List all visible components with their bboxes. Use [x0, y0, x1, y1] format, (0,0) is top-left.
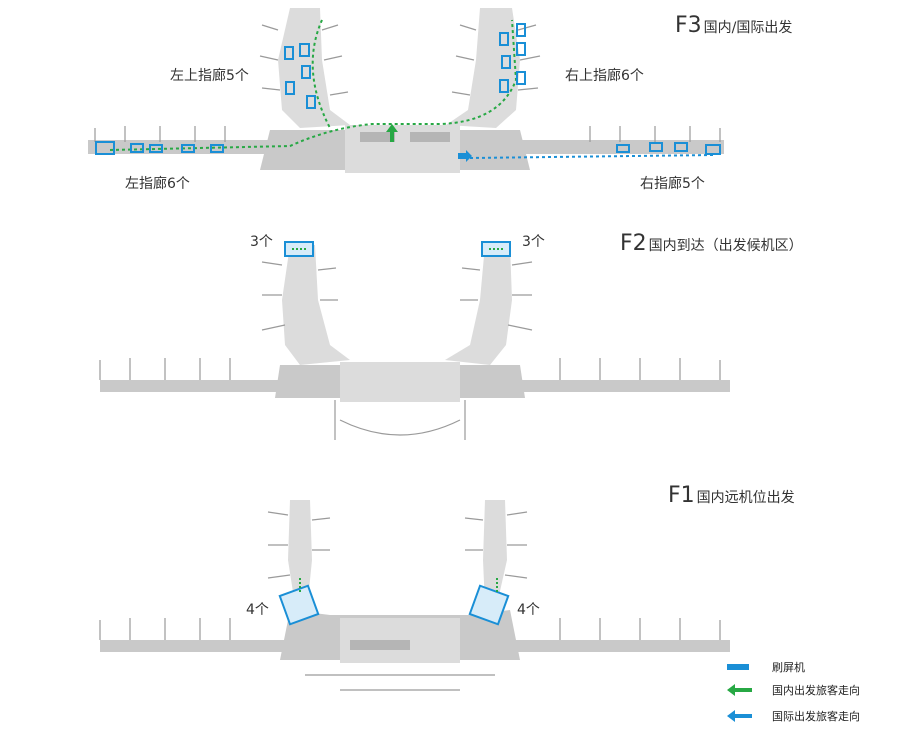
legend-item-international: 国际出发旅客走向: [727, 709, 860, 723]
f3-right-label: 右指廊5个: [640, 175, 705, 192]
legend-label-kiosk: 刷屏机: [772, 660, 805, 674]
kiosk-bar-icon: [727, 664, 749, 670]
f3-left-label: 左指廊6个: [125, 175, 190, 192]
f3-top-right-label: 右上指廊6个: [565, 67, 644, 84]
f3-kiosks: [95, 23, 721, 155]
green-arrow-icon: [727, 684, 752, 696]
f2-right-label: 3个: [522, 234, 545, 250]
legend: 刷屏机 国内出发旅客走向 国际出发旅客走向: [727, 660, 860, 723]
f2-kiosks: [284, 241, 511, 257]
blue-arrow-icon: [727, 710, 752, 722]
legend-label-international: 国际出发旅客走向: [772, 709, 860, 723]
f1-kiosks: [278, 578, 510, 626]
legend-item-domestic: 国内出发旅客走向: [727, 683, 860, 697]
legend-item-kiosk: 刷屏机: [727, 660, 805, 674]
f1-left-label: 4个: [246, 602, 269, 618]
legend-label-domestic: 国内出发旅客走向: [772, 683, 860, 697]
f3-top-left-label: 左上指廊5个: [170, 67, 249, 84]
f1-right-label: 4个: [517, 602, 540, 618]
f2-left-label: 3个: [250, 234, 273, 250]
